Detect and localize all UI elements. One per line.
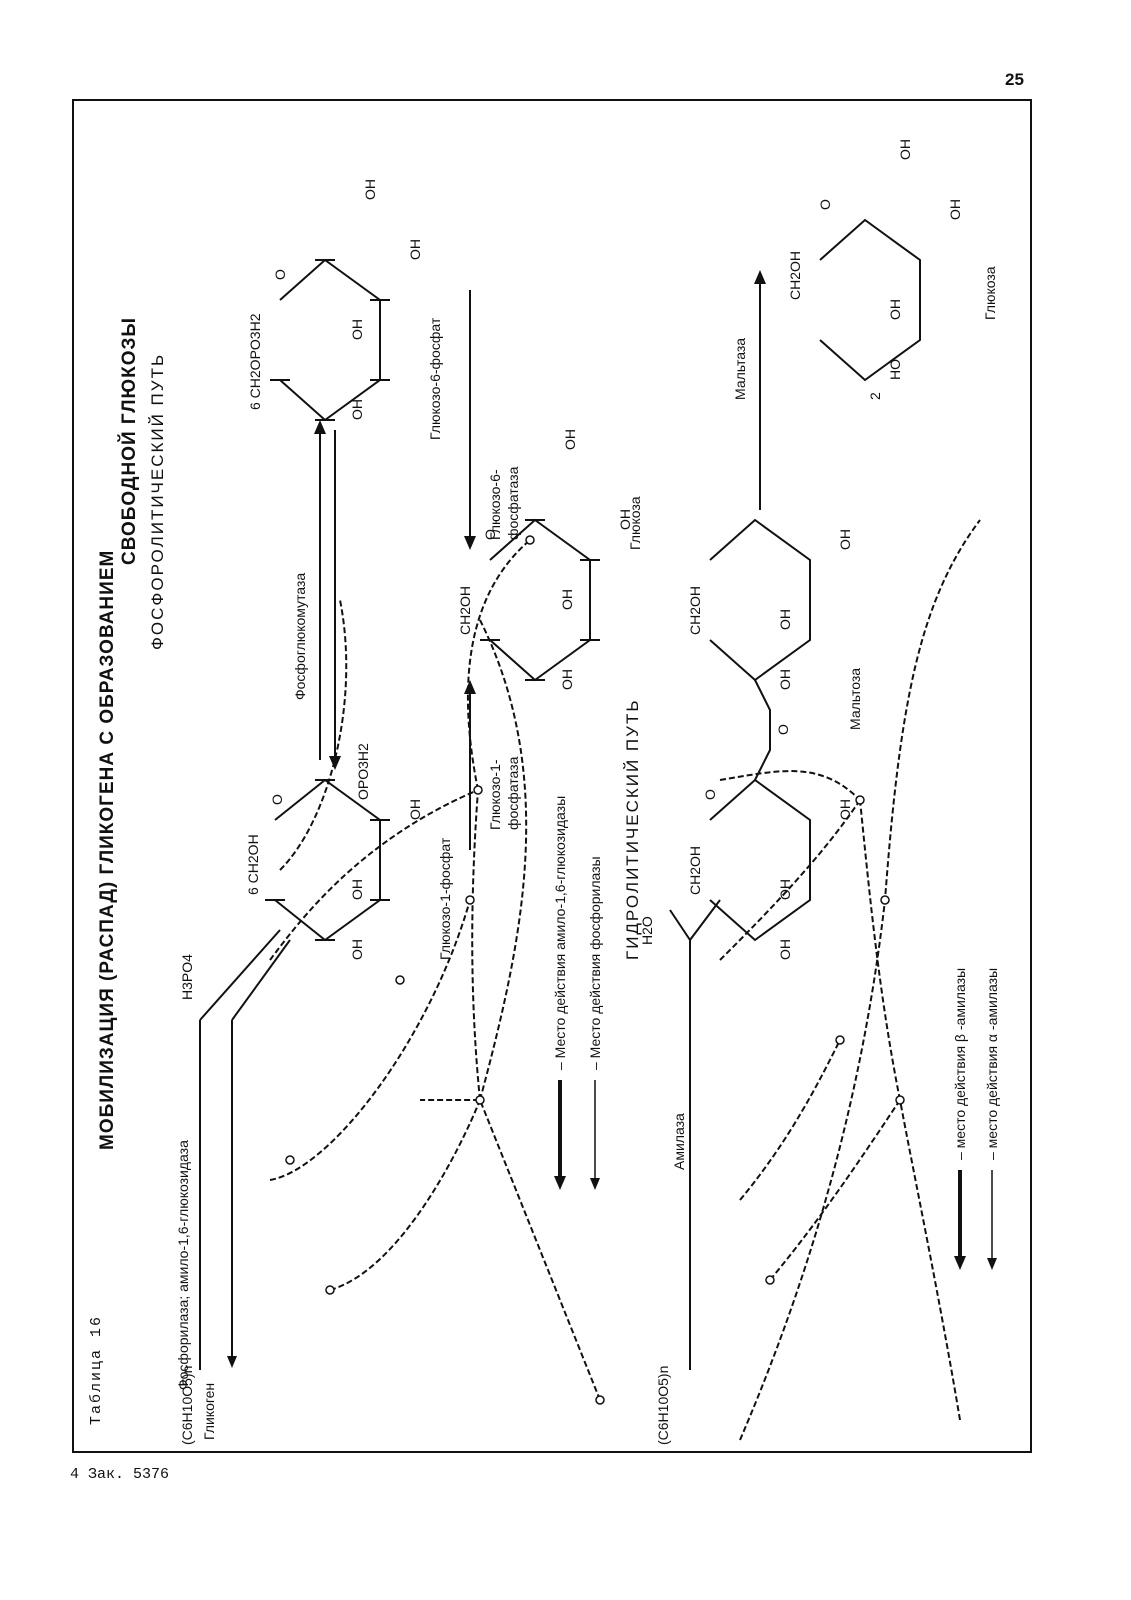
g1p-opo: OPO3H2 [355,743,371,800]
glc-ring-o: O [482,529,498,540]
legend-alpha-amylase: – место действия α -амилазы [984,968,1000,1160]
amylase-arrow [689,899,721,1370]
glc-name: Глюкоза [627,496,643,550]
hydrolytic-heading: ГИДРОЛИТИЧЕСКИЙ ПУТЬ [623,699,642,960]
legend-hydrolytic: – место действия β -амилазы – место дейс… [952,968,1000,1270]
maltose-oh-1: OH [777,939,793,960]
legend-amylo-glucosidase: – Место действия амило-1,6-глюкозидазы [552,796,568,1070]
footer-note: 4 Зак. 5376 [70,1466,170,1483]
branch-to-g1p [199,929,281,1021]
phosphatase1-line2: фосфатаза [505,756,521,830]
maltose-oh-5: OH [777,609,793,630]
g6p-name: Глюкозо-6-фосфат [427,317,443,440]
maltose-oh-4: OH [777,669,793,690]
glc-oh-3: OH [617,509,633,530]
hglc-num: 2 [867,392,883,400]
water-line [669,909,691,941]
phosphatase-1: Глюкозо-1- фосфатаза [464,680,521,850]
phosphatase-6: Глюкозо-6- фосфатаза [464,290,521,550]
g1p-oh-2: OH [349,879,365,900]
glycogen-tree-2 [719,519,981,1441]
hydro-substrate: (C6H10O5)n [655,1366,671,1445]
hglc-ho: HO [887,359,903,380]
title-line-2: СВОБОДНОЙ ГЛЮКОЗЫ [118,317,140,565]
table-label: Таблица 16 [88,1315,105,1425]
branch-to-g1p-2 [231,939,291,1021]
g1p-name: Глюкозо-1-фосфат [437,837,453,960]
maltase-label: Мальтаза [732,338,748,400]
phosphoric-acid: H3PO4 [179,954,195,1000]
substrate-formula: (C6H10O5)n [179,1366,195,1445]
glycogen-tree-1 [269,535,605,1405]
glucose-hydrolytic: CH2OH O OH OH OH HO 2 Глюкоза [787,139,998,400]
g6p-ch2: 6 CH2OPO3H2 [247,313,263,410]
glucose-6-phosphate: 6 CH2OPO3H2 O OH OH OH OH Глюкозо-6-фосф… [247,179,443,440]
g6p-oh-3: OH [407,239,423,260]
maltose-bridge-o: O [775,724,791,735]
hglc-oh-2: OH [947,199,963,220]
g1p-ch2oh: 6 CH2OH [245,834,261,895]
maltose-name: Мальтоза [847,668,863,730]
hglc-ring-o: O [817,199,833,210]
mutase-reaction: Фосфоглюкомутаза [292,420,341,770]
g6p-oh-2: OH [349,319,365,340]
hglc-name: Глюкоза [982,266,998,320]
glc-oh-2: OH [559,589,575,610]
g6p-oh-4: OH [362,179,378,200]
mutase-label: Фосфоглюкомутаза [292,573,308,700]
page-number: 25 [1005,70,1024,89]
glucose-1-phosphate: 6 CH2OH O OPO3H2 OH OH OH Глюкозо-1-фосф… [245,743,453,960]
glycogen-label: Гликоген [201,1383,217,1440]
glc-oh-1: OH [559,669,575,690]
amylase-label: Амилаза [671,1113,687,1170]
g1p-oh-3: OH [407,799,423,820]
hglc-oh-1: OH [887,299,903,320]
g1p-ring-o: O [269,794,285,805]
return-arrowhead [227,1356,237,1368]
g1p-oh-1: OH [349,939,365,960]
phosphatase6-line1: Глюкозо-6- [487,469,503,540]
maltose-ch2oh-a: CH2OH [687,846,703,895]
maltose-oh-6: OH [837,529,853,550]
phosphorylase-label: Фосфорилаза; амило-1,6-глюкозидаза [175,1140,191,1390]
g6p-ring-o: O [272,269,288,280]
hglc-oh-3: OH [897,139,913,160]
phosphatase1-line1: Глюкозо-1- [487,759,503,830]
maltase-reaction: Мальтаза [732,270,766,510]
legend-phosphorolytic: – Место действия амило-1,6-глюкозидазы –… [552,796,603,1190]
maltose-oh-2: OH [777,879,793,900]
g6p-oh-1: OH [349,399,365,420]
glucose-phosphorolytic: CH2OH O OH OH OH OH Глюкоза [457,429,643,690]
legend-beta-amylase: – место действия β -амилазы [952,968,968,1160]
maltose-ring-o: O [702,789,718,800]
table-frame [72,99,1032,1453]
maltose: CH2OH CH2OH O O OH OH OH OH OH OH Мальто… [687,518,863,960]
phosphatase6-line2: фосфатаза [505,466,521,540]
maltose-ch2oh-b: CH2OH [687,586,703,635]
phosphorolytic-heading: ФОСФОРОЛИТИЧЕСКИЙ ПУТЬ [148,353,167,650]
maltose-oh-3: OH [837,799,853,820]
hglc-ch2oh: CH2OH [787,251,803,300]
title-line-1: МОБИЛИЗАЦИЯ (РАСПАД) ГЛИКОГЕНА С ОБРАЗОВ… [97,550,118,1150]
glc-oh-4: OH [562,429,578,450]
water-label: H2O [639,916,655,945]
rotated-diagram: Таблица 16 МОБИЛИЗАЦИЯ (РАСПАД) ГЛИКОГЕН… [88,139,1000,1445]
glc-ch2oh: CH2OH [457,586,473,635]
legend-phosphorylase: – Место действия фосфорилазы [587,856,603,1070]
